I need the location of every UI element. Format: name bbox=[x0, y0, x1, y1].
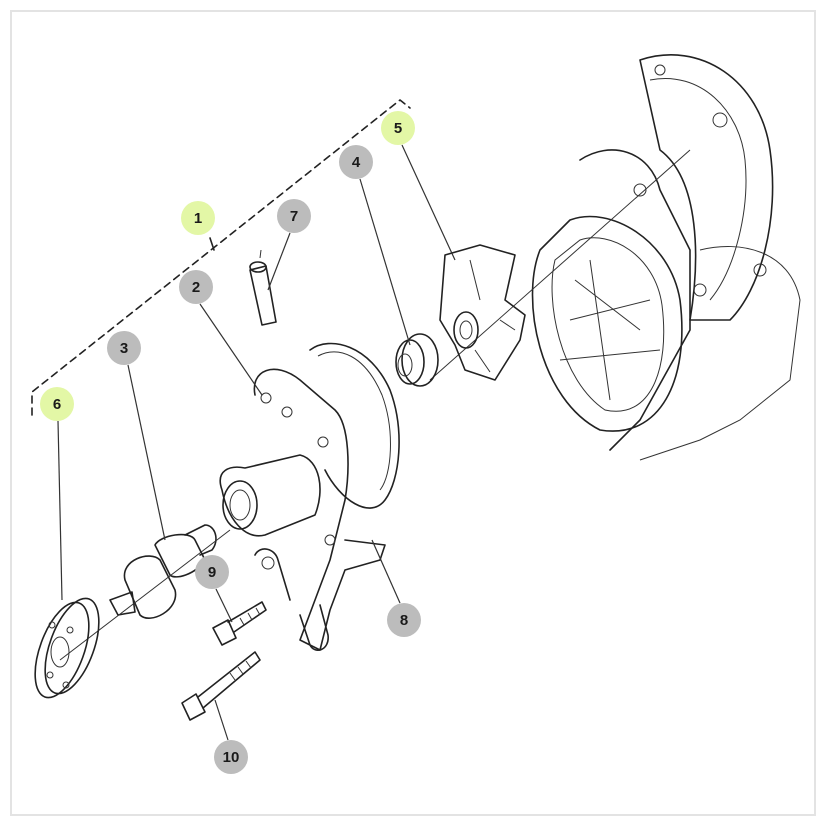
callout-label: 4 bbox=[351, 153, 361, 171]
gasket bbox=[309, 342, 400, 509]
callout-label: 9 bbox=[207, 563, 217, 581]
callout-label: 8 bbox=[399, 611, 409, 629]
assembly-bracket bbox=[31, 99, 411, 416]
impeller bbox=[439, 244, 526, 381]
callout-label: 10 bbox=[222, 748, 240, 766]
mechanical-seal bbox=[395, 333, 439, 387]
leader-lines bbox=[57, 144, 456, 741]
dowel-pin bbox=[249, 249, 277, 326]
callout-7[interactable]: 7 bbox=[277, 199, 311, 233]
callout-8[interactable]: 8 bbox=[387, 603, 421, 637]
callout-6[interactable]: 6 bbox=[40, 387, 74, 421]
water-pump-body bbox=[219, 368, 386, 651]
bolt-long bbox=[181, 651, 261, 721]
callout-1[interactable]: 1 bbox=[181, 201, 215, 235]
engine-housing bbox=[429, 54, 801, 461]
callout-4[interactable]: 4 bbox=[339, 145, 373, 179]
callout-3[interactable]: 3 bbox=[107, 331, 141, 365]
callout-10[interactable]: 10 bbox=[214, 740, 248, 774]
diagram-frame bbox=[10, 10, 816, 816]
bolt-short bbox=[212, 601, 267, 646]
callout-2[interactable]: 2 bbox=[179, 270, 213, 304]
callout-label: 1 bbox=[193, 209, 203, 227]
callout-9[interactable]: 9 bbox=[195, 555, 229, 589]
callout-label: 6 bbox=[52, 395, 62, 413]
callout-label: 5 bbox=[393, 119, 403, 137]
callout-label: 3 bbox=[119, 339, 129, 357]
callout-label: 7 bbox=[289, 207, 299, 225]
callout-label: 2 bbox=[191, 278, 201, 296]
bearing-shaft bbox=[59, 524, 231, 661]
pulley-flange bbox=[34, 597, 100, 699]
callout-5[interactable]: 5 bbox=[381, 111, 415, 145]
